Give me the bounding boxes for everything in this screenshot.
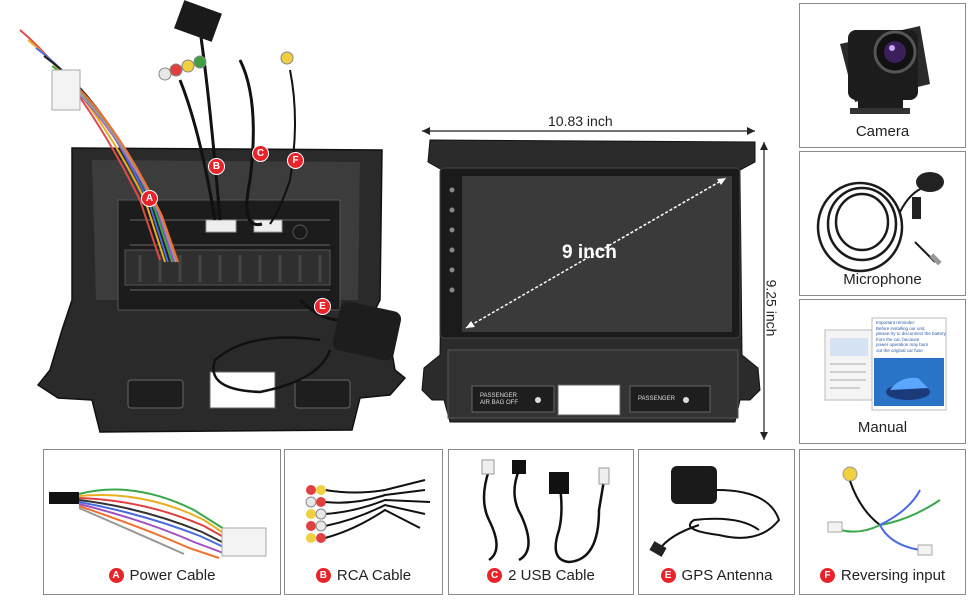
gps-antenna-icon [649, 466, 781, 557]
rca-cable-badge: B [315, 568, 331, 583]
microphone-panel: Microphone [799, 151, 966, 296]
camera-label: Camera [855, 123, 910, 140]
gps-antenna-label: GPS Antenna [681, 567, 773, 584]
badge-f: F [287, 152, 304, 169]
manual-panel: Important reminder: Before installing ou… [799, 299, 966, 444]
height-dimension: 9.25 inch [763, 279, 780, 337]
power-cable-label: Power Cable [129, 567, 216, 584]
usb-cable-panel: C 2 USB Cable [448, 449, 634, 595]
front-view-illustration: 10.83 inch 9.25 inch 9 inch PASSENGER AI… [410, 100, 790, 445]
rca-cable-label: RCA Cable [336, 567, 412, 584]
width-dimension: 10.83 inch [548, 113, 613, 129]
badge-b: B [208, 158, 225, 175]
reversing-input-label: Reversing input [840, 567, 946, 584]
usb-cable-label: 2 USB Cable [508, 567, 595, 584]
power-cable-badge: A [108, 568, 124, 583]
microphone-label: Microphone [843, 271, 922, 288]
gps-antenna-caption: E GPS Antenna [639, 567, 794, 584]
usb-cable-icon [481, 459, 610, 564]
manual-label: Manual [857, 419, 908, 436]
passenger-label: PASSENGER [638, 396, 675, 402]
camera-panel: Camera [799, 3, 966, 148]
rca-cable-panel: B RCA Cable [284, 449, 443, 595]
reversing-input-panel: F Reversing input [799, 449, 966, 595]
reversing-input-caption: F Reversing input [800, 567, 965, 584]
power-harness-icon [49, 488, 267, 559]
badge-e: E [314, 298, 331, 315]
screen-size-label: 9 inch [562, 242, 617, 263]
reversing-input-icon [827, 466, 941, 556]
usb-cable-caption: C 2 USB Cable [449, 567, 633, 584]
badge-c: C [252, 145, 269, 162]
manual-notice-text: Important reminder: Before installing ou… [876, 320, 946, 353]
back-view-illustration: A B C F E [0, 0, 410, 445]
manual-icon [824, 317, 947, 411]
airbag-off-label: PASSENGER AIR BAG OFF [480, 393, 519, 406]
microphone-icon [816, 172, 944, 273]
gps-antenna-panel: E GPS Antenna [638, 449, 795, 595]
rca-cable-caption: B RCA Cable [285, 567, 442, 584]
backup-camera-icon [840, 26, 930, 114]
rca-cable-icon [305, 479, 431, 543]
badge-a: A [141, 190, 158, 207]
usb-cable-badge: C [487, 568, 503, 583]
power-cable-caption: A Power Cable [44, 567, 280, 584]
reversing-input-badge: F [819, 568, 835, 583]
power-cable-panel: A Power Cable [43, 449, 281, 595]
gps-antenna-badge: E [660, 568, 676, 583]
